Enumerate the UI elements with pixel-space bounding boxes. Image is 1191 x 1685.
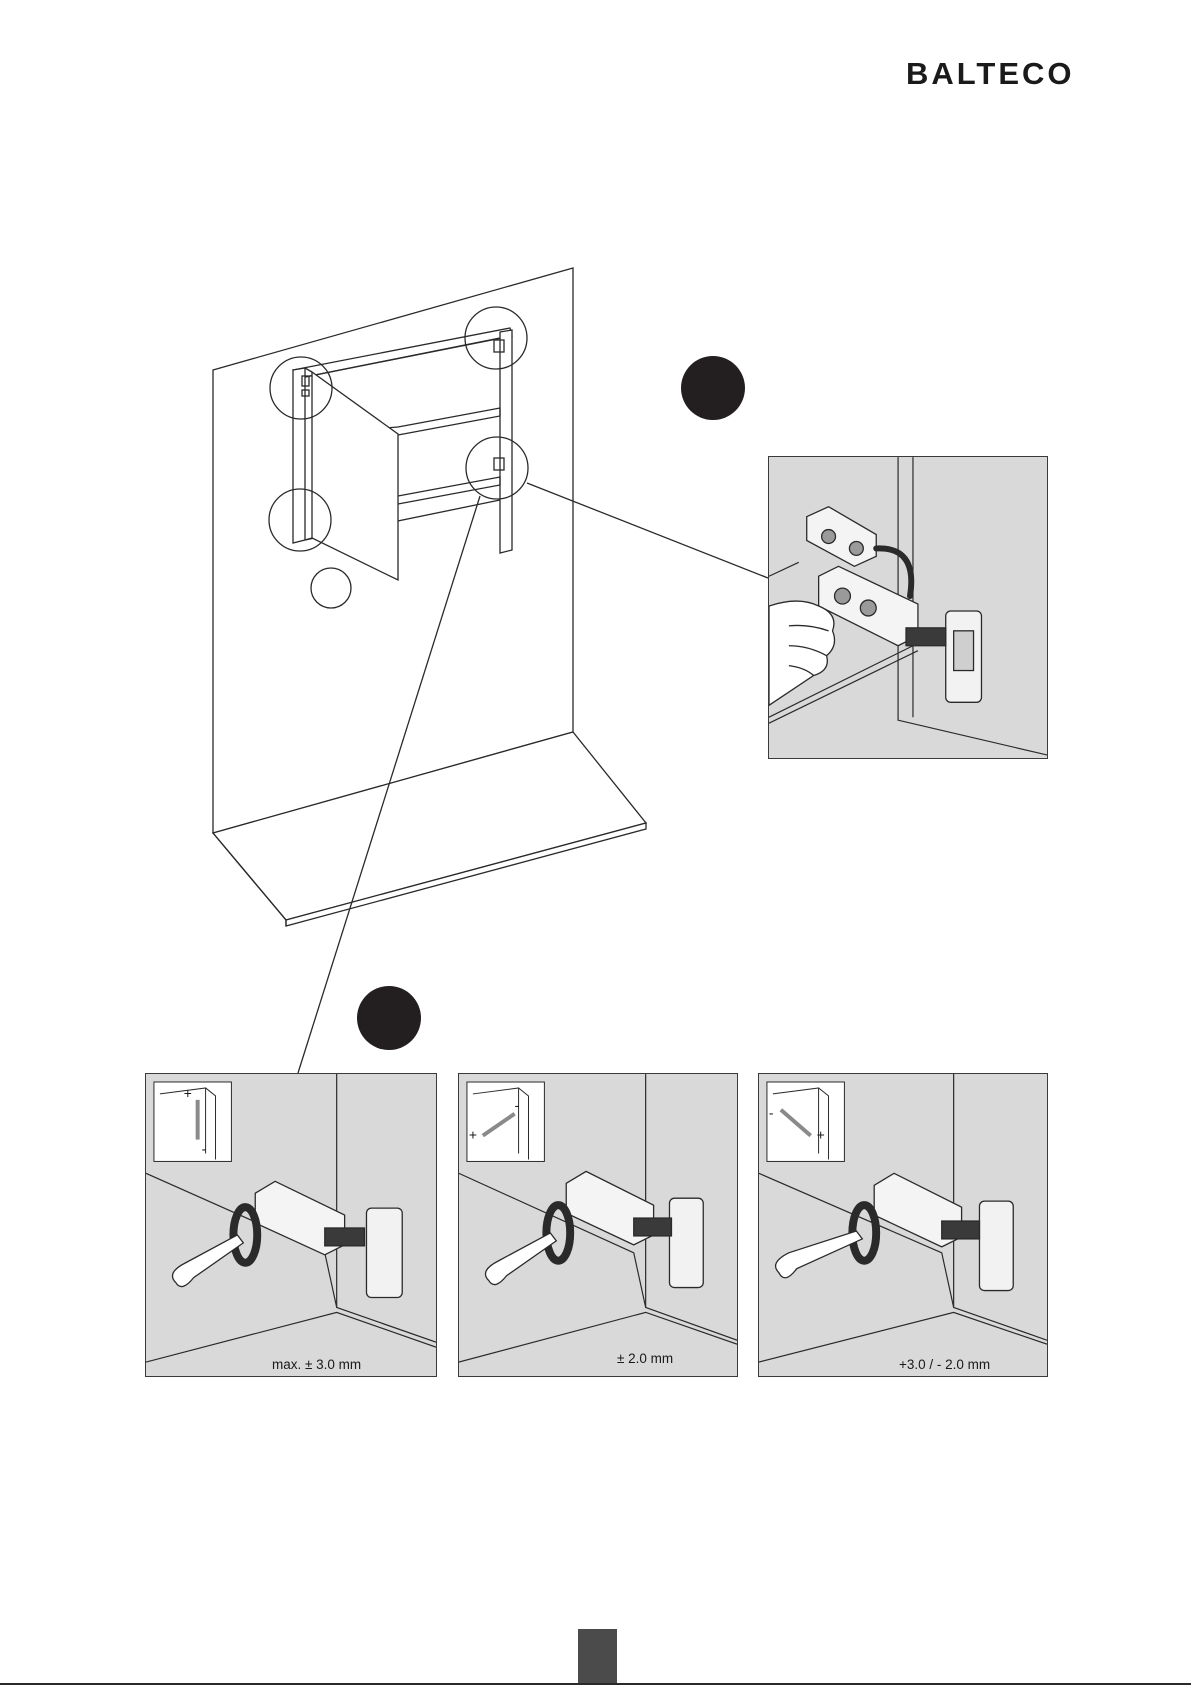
adjustment-label: +3.0 / - 2.0 mm [899, 1357, 990, 1372]
minus-sign: - [202, 1140, 207, 1156]
plus-sign: + [469, 1127, 477, 1143]
adjustment-panel-depth: + - ± 2.0 mm [458, 1073, 738, 1377]
page-number-tab [578, 1629, 617, 1685]
adjustment-panel-height: + - max. ± 3.0 mm [145, 1073, 437, 1377]
plus-sign: + [184, 1085, 192, 1101]
adjustment-panel-side: - + +3.0 / - 2.0 mm [758, 1073, 1048, 1377]
screwdriver-icon [776, 1231, 863, 1278]
minus-sign: - [769, 1105, 774, 1121]
plus-sign: + [817, 1127, 825, 1143]
hinge-mount-detail [768, 456, 1048, 759]
hinge-icon [819, 566, 946, 645]
screwdriver-icon [485, 1233, 556, 1285]
adjustment-graphic: + - [146, 1074, 436, 1376]
screwdriver-icon [172, 1235, 243, 1287]
adjustment-label: max. ± 3.0 mm [272, 1357, 361, 1372]
mounting-plate [946, 611, 982, 702]
step-marker-icon [681, 356, 745, 420]
hinge-mount-graphic [769, 457, 1047, 758]
adjustment-graphic: + - [459, 1074, 737, 1376]
adjustment-graphic: - + [759, 1074, 1047, 1376]
step-marker-icon [357, 986, 421, 1050]
minus-sign: - [515, 1097, 520, 1113]
adjustment-label: ± 2.0 mm [617, 1351, 673, 1366]
